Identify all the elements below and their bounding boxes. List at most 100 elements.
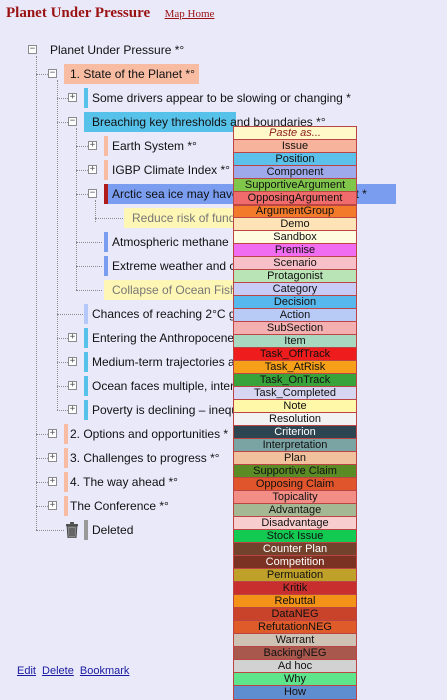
menu-item-stock-issue[interactable]: Stock Issue	[234, 530, 356, 543]
tree-connector	[95, 218, 123, 219]
menu-item-task-atrisk[interactable]: Task_AtRisk	[234, 361, 356, 374]
expand-toggle[interactable]: +	[68, 92, 77, 102]
menu-item-premise[interactable]: Premise	[234, 244, 356, 257]
menu-item-issue[interactable]: Issue	[234, 140, 356, 153]
menu-item-ad-hoc[interactable]: Ad hoc	[234, 660, 356, 673]
footer-links: Edit Delete Bookmark	[17, 665, 132, 677]
menu-item-item[interactable]: Item	[234, 335, 356, 348]
menu-item-task-ontrack[interactable]: Task_OnTrack	[234, 374, 356, 387]
node-extreme-weather[interactable]: Extreme weather and c	[104, 256, 236, 276]
menu-item-demo[interactable]: Demo	[234, 218, 356, 231]
type-bar	[84, 88, 88, 108]
menu-item-kritik[interactable]: Kritik	[234, 582, 356, 595]
node-medium-term[interactable]: Medium-term trajectories a	[84, 352, 236, 372]
type-bar	[104, 184, 108, 204]
expand-toggle[interactable]: +	[68, 356, 77, 366]
node-poverty[interactable]: Poverty is declining – inequ	[84, 400, 238, 420]
menu-item-action[interactable]: Action	[234, 309, 356, 322]
edit-link[interactable]: Edit	[17, 665, 36, 677]
collapse-toggle[interactable]: −	[68, 116, 77, 126]
node-reduce-risk[interactable]: Reduce risk of fund	[124, 208, 236, 228]
menu-item-interpretation[interactable]: Interpretation	[234, 439, 356, 452]
node-challenges[interactable]: 3. Challenges to progress *°	[64, 448, 224, 468]
node-label: 4. The way ahead *°	[70, 475, 178, 489]
menu-item-criterion[interactable]: Criterion	[234, 426, 356, 439]
menu-item-component[interactable]: Component	[234, 166, 356, 179]
menu-item-resolution[interactable]: Resolution	[234, 413, 356, 426]
collapse-toggle[interactable]: −	[48, 68, 57, 78]
menu-item-advantage[interactable]: Advantage	[234, 504, 356, 517]
type-bar	[104, 232, 108, 252]
menu-item-disadvantage[interactable]: Disadvantage	[234, 517, 356, 530]
node-chances-2c[interactable]: Chances of reaching 2°C g	[84, 304, 236, 324]
type-bar	[84, 328, 88, 348]
menu-item-task-offtrack[interactable]: Task_OffTrack	[234, 348, 356, 361]
node-ocean[interactable]: Ocean faces multiple, inter	[84, 376, 236, 396]
menu-item-scenario[interactable]: Scenario	[234, 257, 356, 270]
menu-item-category[interactable]: Category	[234, 283, 356, 296]
expand-toggle[interactable]: +	[48, 476, 57, 486]
node-deleted[interactable]: Deleted	[84, 520, 137, 540]
node-collapse-fish[interactable]: Collapse of Ocean Fish	[104, 280, 237, 300]
node-anthropocene[interactable]: Entering the Anthropocene	[84, 328, 236, 348]
menu-item-task-completed[interactable]: Task_Completed	[234, 387, 356, 400]
expand-toggle[interactable]: +	[68, 332, 77, 342]
menu-item-rebuttal[interactable]: Rebuttal	[234, 595, 356, 608]
menu-item-backingneg[interactable]: BackingNEG	[234, 647, 356, 660]
node-label: Planet Under Pressure *°	[50, 43, 185, 57]
menu-item-permuation[interactable]: Permuation	[234, 569, 356, 582]
menu-item-supportive-claim[interactable]: Supportive Claim	[234, 465, 356, 478]
node-root[interactable]: Planet Under Pressure *°	[44, 40, 188, 60]
menu-item-sandbox[interactable]: Sandbox	[234, 231, 356, 244]
bookmark-link[interactable]: Bookmark	[79, 665, 130, 677]
node-drivers[interactable]: Some drivers appear to be slowing or cha…	[84, 88, 355, 108]
menu-item-supportiveargument[interactable]: SupportiveArgument	[234, 179, 356, 192]
collapse-toggle[interactable]: −	[28, 44, 37, 54]
map-home-link[interactable]: Map Home	[164, 8, 215, 20]
menu-item-opposing-claim[interactable]: Opposing Claim	[234, 478, 356, 491]
expand-toggle[interactable]: +	[88, 164, 97, 174]
tree-connector	[76, 170, 88, 171]
tree-connector	[57, 410, 68, 411]
menu-item-how[interactable]: How	[234, 686, 356, 699]
node-way-ahead[interactable]: 4. The way ahead *°	[64, 472, 182, 492]
expand-toggle[interactable]: +	[48, 452, 57, 462]
menu-item-counter-plan[interactable]: Counter Plan	[234, 543, 356, 556]
menu-item-argumentgroup[interactable]: ArgumentGroup	[234, 205, 356, 218]
type-bar	[64, 424, 68, 444]
menu-item-why[interactable]: Why	[234, 673, 356, 686]
tree-connector	[36, 530, 64, 531]
node-options[interactable]: 2. Options and opportunities *	[64, 424, 232, 444]
node-igbp[interactable]: IGBP Climate Index *°	[104, 160, 234, 180]
expand-toggle[interactable]: +	[68, 404, 77, 414]
node-state-of-planet[interactable]: 1. State of the Planet *°	[64, 64, 199, 84]
collapse-toggle[interactable]: −	[88, 188, 97, 198]
node-label: Extreme weather and c	[112, 259, 236, 273]
expand-toggle[interactable]: +	[48, 428, 57, 438]
tree-connector	[36, 434, 48, 435]
node-conference[interactable]: The Conference *°	[64, 496, 173, 516]
menu-item-warrant[interactable]: Warrant	[234, 634, 356, 647]
menu-item-position[interactable]: Position	[234, 153, 356, 166]
tree-connector	[95, 200, 96, 222]
menu-item-competition[interactable]: Competition	[234, 556, 356, 569]
tree-connector	[57, 338, 68, 339]
expand-toggle[interactable]: +	[48, 500, 57, 510]
menu-item-opposingargument[interactable]: OpposingArgument	[233, 191, 357, 206]
menu-item-decision[interactable]: Decision	[234, 296, 356, 309]
node-breaching[interactable]: Breaching key thresholds and boundaries …	[84, 112, 326, 132]
menu-item-dataneg[interactable]: DataNEG	[234, 608, 356, 621]
expand-toggle[interactable]: +	[68, 380, 77, 390]
menu-item-subsection[interactable]: SubSection	[234, 322, 356, 335]
menu-item-plan[interactable]: Plan	[234, 452, 356, 465]
tree-connector	[57, 314, 85, 315]
menu-item-note[interactable]: Note	[234, 400, 356, 413]
delete-link[interactable]: Delete	[42, 665, 74, 677]
node-methane[interactable]: Atmospheric methane	[104, 232, 236, 252]
menu-item-protagonist[interactable]: Protagonist	[234, 270, 356, 283]
expand-toggle[interactable]: +	[88, 140, 97, 150]
menu-item-topicality[interactable]: Topicality	[234, 491, 356, 504]
node-earth-system[interactable]: Earth System *°	[104, 136, 201, 156]
node-label: Earth System *°	[112, 139, 197, 153]
menu-item-refutationneg[interactable]: RefutationNEG	[234, 621, 356, 634]
